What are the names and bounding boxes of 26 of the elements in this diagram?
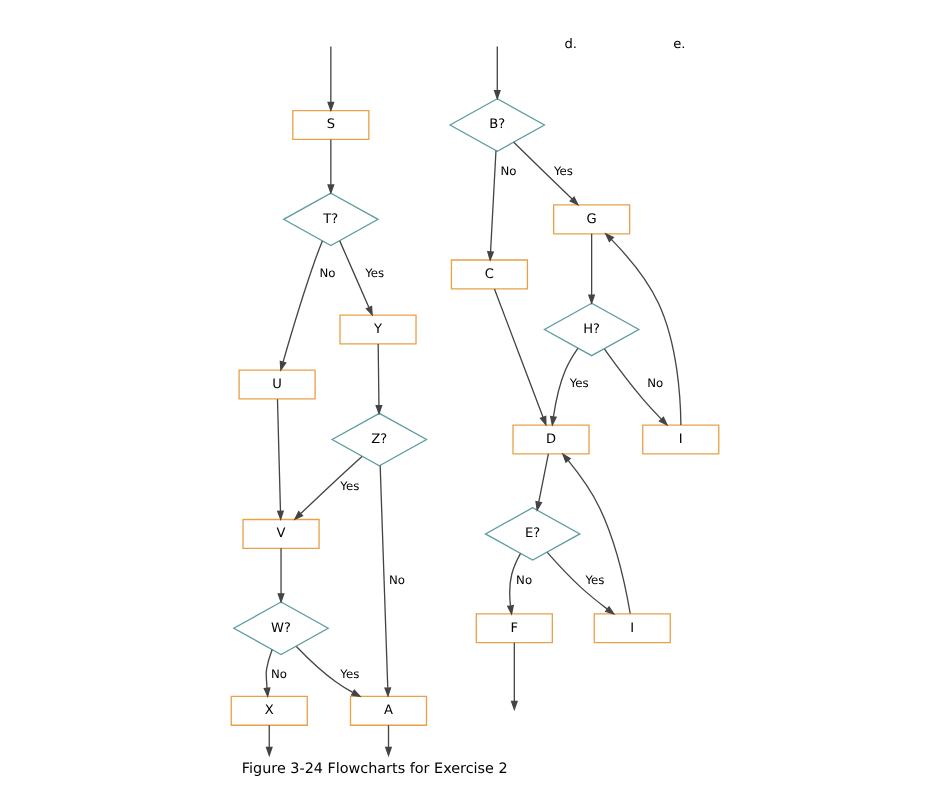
- arrow: [560, 452, 630, 615]
- arrow: [262, 648, 272, 699]
- arrow: [492, 288, 546, 427]
- arrow: [338, 240, 372, 317]
- arrow: [276, 547, 284, 604]
- arrow: [294, 645, 361, 698]
- arrow: [602, 348, 668, 427]
- arrow: [326, 45, 334, 113]
- arrow: [505, 553, 521, 616]
- arrow: [292, 455, 362, 521]
- arrow: [512, 141, 579, 207]
- arrow: [548, 347, 578, 427]
- arrow: [383, 724, 392, 758]
- arrow: [326, 138, 334, 195]
- arrow: [275, 398, 284, 522]
- arrow: [545, 551, 615, 615]
- arrow: [374, 343, 382, 416]
- arrow: [378, 465, 391, 698]
- arrow: [586, 233, 595, 305]
- arrow: [492, 45, 500, 101]
- arrow: [278, 240, 322, 372]
- arrow: [603, 232, 681, 426]
- arrow: [534, 453, 549, 512]
- arrow: [485, 149, 496, 262]
- arrow: [264, 724, 272, 758]
- arrow: [509, 642, 517, 712]
